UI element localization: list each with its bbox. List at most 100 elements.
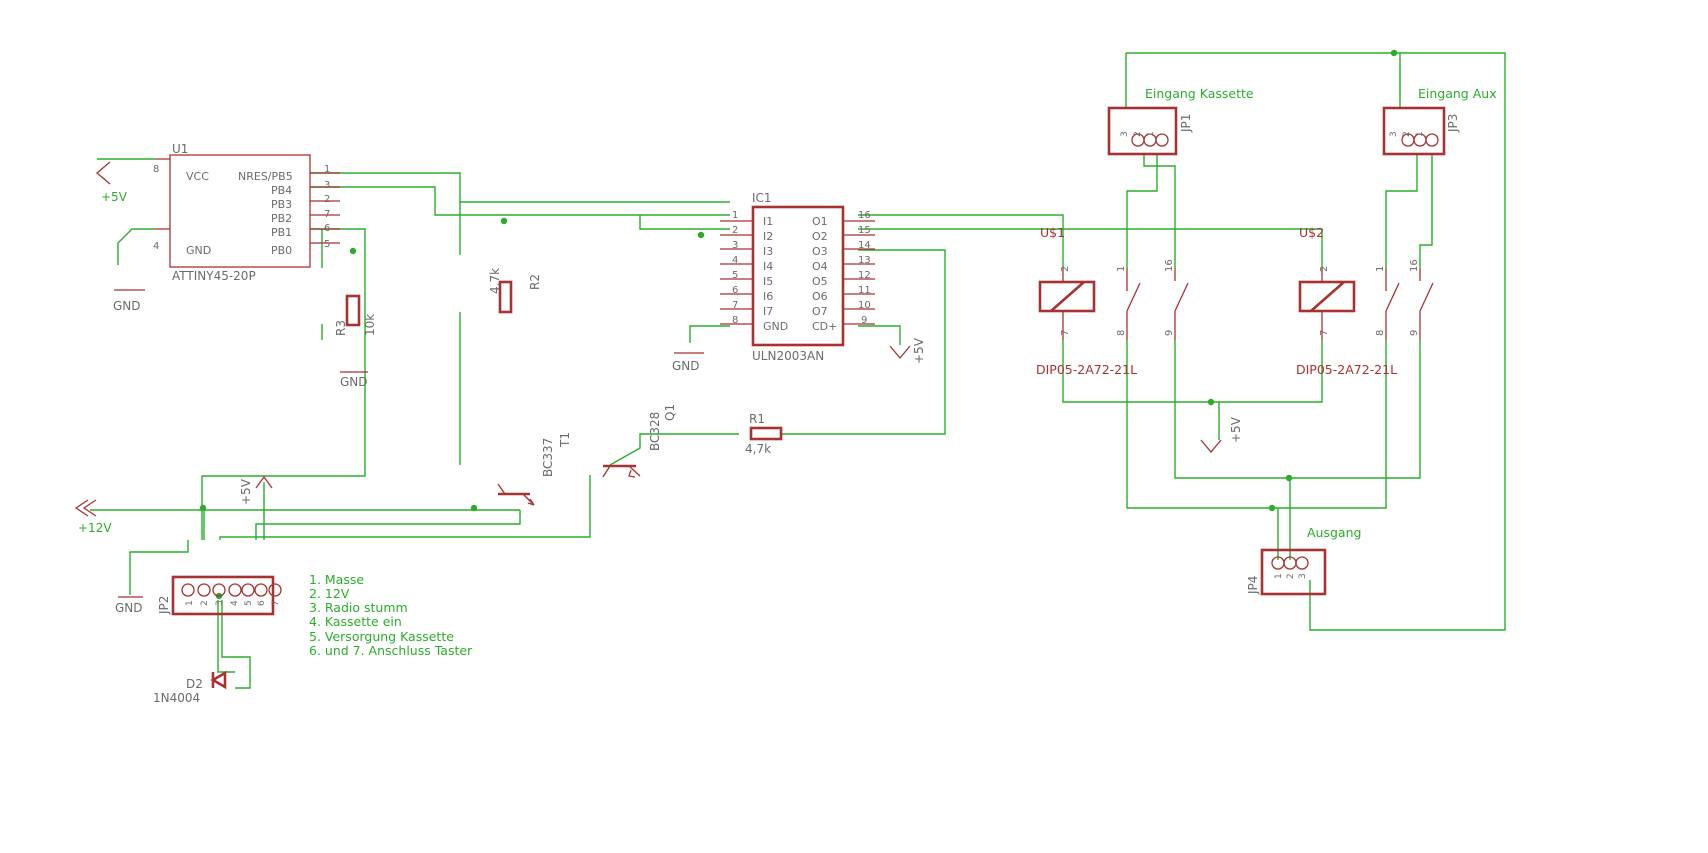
t1-name: T1 — [558, 432, 572, 448]
jp3-connector: Eingang Aux JP3 3 2 1 — [1382, 86, 1497, 156]
plus12v-label: +12V — [78, 521, 112, 535]
jp4-label: Ausgang — [1307, 525, 1361, 540]
u1-pin-label: PB1 — [271, 226, 292, 239]
jp2-notes: 1. Masse 2. 12V 3. Radio stumm 4. Kasset… — [309, 572, 473, 658]
t1-value: BC337 — [541, 438, 555, 477]
ic1-right-label: O7 — [812, 305, 828, 318]
u1-pin-number: 2 — [324, 194, 330, 205]
relay1-pin-number: 1 — [1116, 266, 1127, 272]
plus5v-label-u1: +5V — [101, 190, 128, 204]
ic1-left-label: I2 — [763, 230, 773, 243]
gnd-label-r3: GND — [340, 375, 368, 389]
ic1-left-number: 1 — [732, 210, 738, 221]
resistor-r1: R1 4,7k — [745, 412, 783, 456]
ic1-right-number: 16 — [858, 210, 871, 221]
ic1-right-number: 10 — [858, 300, 871, 311]
ic1-right-number: 12 — [858, 270, 871, 281]
jp3-pin-number: 3 — [1389, 131, 1399, 137]
ic1-left-label: I1 — [763, 215, 773, 228]
relay1-pin-number: 2 — [1060, 266, 1071, 272]
jp3-name: JP3 — [1446, 114, 1460, 133]
relay2-pin-number: 2 — [1319, 266, 1330, 272]
ic1-right-label: O2 — [812, 230, 828, 243]
note-line: 6. und 7. Anschluss Taster — [309, 643, 473, 658]
jp2-pin-number: 7 — [271, 600, 281, 606]
ic1-left-label: GND — [763, 320, 788, 333]
jp4-pin-number: 1 — [1274, 573, 1284, 579]
note-line: 5. Versorgung Kassette — [309, 629, 454, 644]
ic1-left-number: 7 — [732, 300, 738, 311]
u1-pin-label: PB4 — [271, 184, 292, 197]
jp4-name: JP4 — [1246, 576, 1260, 595]
r3-body — [345, 294, 361, 327]
u1-pin-label: PB0 — [271, 244, 292, 257]
u1-pin-stubs — [155, 158, 340, 244]
plus5v-label-relays: +5V — [1229, 416, 1243, 443]
ic1-right-pin-stubs — [843, 220, 875, 325]
u1-pin-number: 7 — [324, 209, 330, 220]
u1-pin-label: VCC — [186, 170, 209, 183]
ic1-value: ULN2003AN — [752, 349, 824, 363]
plus5v-label-ic1: +5V — [912, 337, 926, 364]
relay2-contact-a — [1385, 268, 1400, 340]
jp1-pin-number: 2 — [1133, 131, 1143, 137]
u1-attiny45: U1 ATTINY45-20P VCC GND NRES/PB5 PB4 PB3… — [153, 142, 340, 283]
jp1-connector: Eingang Kassette JP1 3 2 1 — [1107, 86, 1254, 156]
relay1-pin-number: 9 — [1164, 330, 1175, 336]
plus5v-arrow-icon — [1200, 439, 1222, 454]
note-line: 1. Masse — [309, 572, 364, 587]
q1-leads — [602, 465, 641, 478]
transistor-t1: BC337 T1 — [497, 432, 572, 506]
supply-symbols: +5V GND GND GND +5V +5V +12V +5V GND — [74, 161, 1243, 615]
transistor-q1: BC328 Q1 — [602, 404, 677, 478]
u1-body — [169, 154, 311, 268]
jp2-pin-number: 1 — [185, 600, 195, 606]
ic1-right-label: O3 — [812, 245, 828, 258]
ic1-right-label: O1 — [812, 215, 828, 228]
jp3-body — [1382, 106, 1446, 156]
r3-name: R3 — [334, 320, 348, 336]
t1-emitter-arrow-icon — [527, 498, 535, 506]
ic1-left-number: 5 — [732, 270, 738, 281]
ic1-uln2003: IC1 ULN2003AN I1 I2 I3 I4 I5 I6 I7 GND O… — [720, 191, 875, 363]
ic1-right-label: CD+ — [812, 320, 837, 333]
relay1-contact-a — [1126, 268, 1141, 340]
relay1-contact-b — [1174, 268, 1189, 340]
u1-pin-number: 1 — [324, 164, 330, 175]
ic1-left-number: 6 — [732, 285, 738, 296]
diode-d2: D2 1N4004 — [153, 670, 227, 705]
jp4-pin-number: 2 — [1286, 573, 1296, 579]
r1-value: 4,7k — [745, 442, 771, 456]
relay1-coil-slash — [1050, 281, 1085, 312]
ic1-left-label: I3 — [763, 245, 773, 258]
r1-name: R1 — [749, 412, 765, 426]
r1-body — [749, 426, 783, 441]
relay2-pin-number: 16 — [1409, 259, 1420, 272]
jp2-name: JP2 — [157, 596, 171, 615]
relay2-contact-b — [1419, 268, 1434, 340]
plus5v-up-arrow-icon — [255, 475, 273, 489]
relay2-coil — [1298, 280, 1356, 313]
ic1-body — [751, 205, 845, 347]
jp4-body — [1260, 548, 1327, 596]
ic1-left-number: 4 — [732, 255, 738, 266]
r2-name: R2 — [528, 274, 542, 290]
jp2-pin-number: 2 — [200, 600, 210, 606]
ic1-right-label: O5 — [812, 275, 828, 288]
ic1-right-number: 11 — [858, 285, 871, 296]
ic1-left-number: 8 — [732, 315, 738, 326]
note-line: 2. 12V — [309, 586, 350, 601]
u1-pin-number: 6 — [324, 223, 330, 234]
r2-body — [498, 280, 513, 314]
ic1-right-label: O6 — [812, 290, 828, 303]
note-line: 3. Radio stumm — [309, 600, 408, 615]
ic1-right-label: O4 — [812, 260, 828, 273]
u1-pin-label: PB2 — [271, 212, 292, 225]
relay2-pin-number: 1 — [1375, 266, 1386, 272]
ic1-left-label: I7 — [763, 305, 773, 318]
u1-name: U1 — [172, 142, 188, 156]
note-line: 4. Kassette ein — [309, 614, 402, 629]
ic1-left-label: I5 — [763, 275, 773, 288]
ic1-left-label: I6 — [763, 290, 773, 303]
